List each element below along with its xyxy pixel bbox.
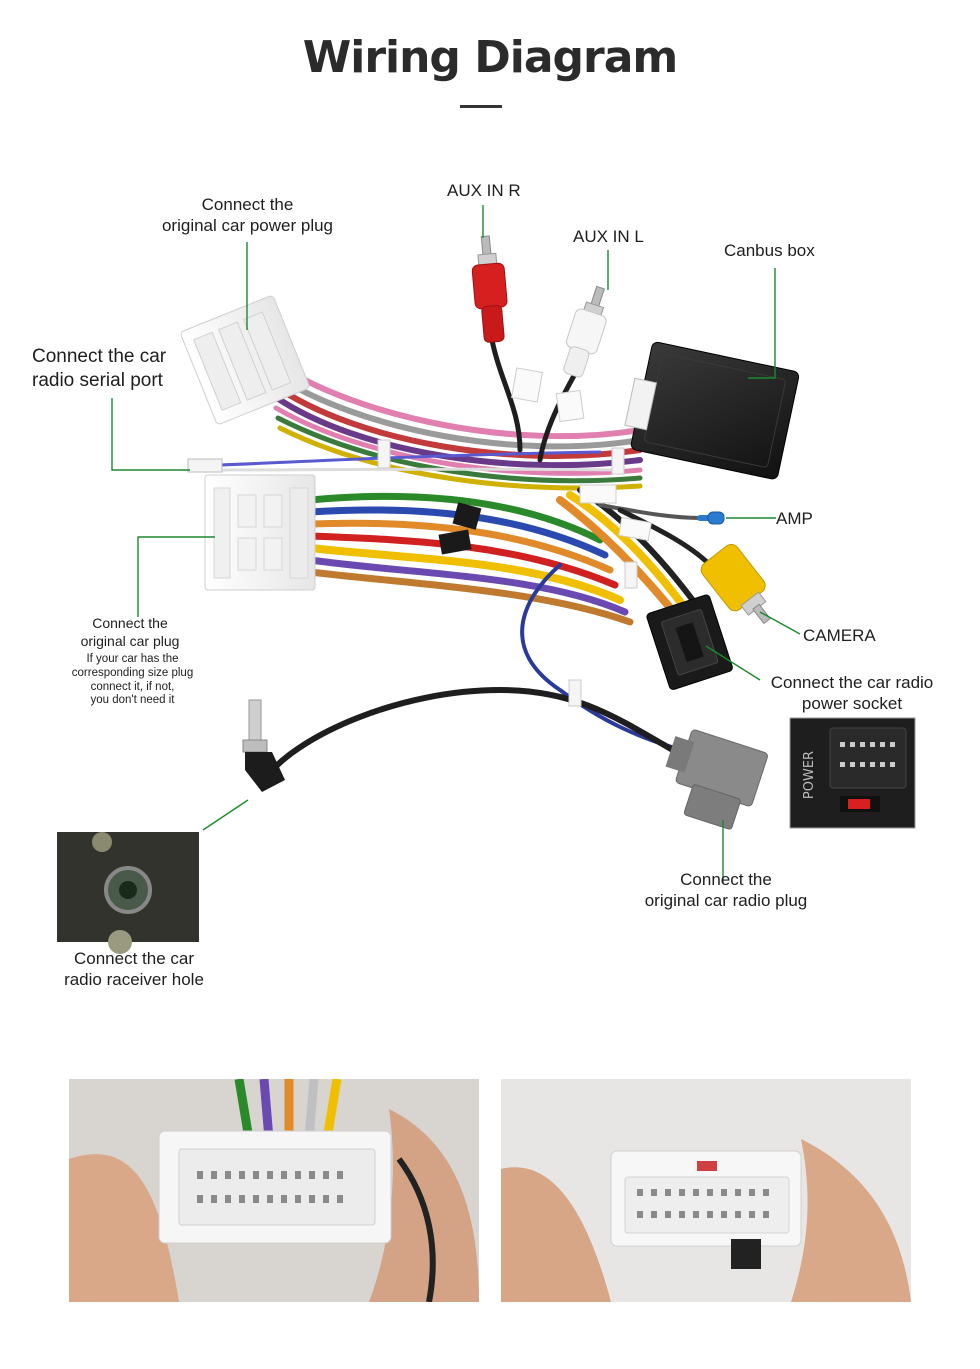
connector-photo-right xyxy=(501,1079,911,1302)
power-socket-photo: POWER xyxy=(789,717,916,829)
label-serial-port: Connect the car radio serial port xyxy=(32,345,166,393)
aux-in-l-connector xyxy=(563,285,607,378)
label-power-plug: Connect the original car power plug xyxy=(145,194,350,237)
canbus-box xyxy=(624,341,800,480)
label-power-socket-line2: power socket xyxy=(801,694,903,714)
page-title: Wiring Diagram xyxy=(302,32,679,83)
label-power-socket: Connect the car radio power socket xyxy=(752,672,952,715)
label-receiver-hole-line2: radio raceiver hole xyxy=(64,970,204,990)
amp-connector xyxy=(707,511,725,525)
label-aux-in-r: AUX IN R xyxy=(447,181,521,200)
label-car-plug-line2: original car plug xyxy=(80,632,180,649)
label-receiver-hole-line1: Connect the car xyxy=(73,949,194,968)
wiring-diagram: Seicane xyxy=(57,205,916,954)
label-car-plug-line1: Connect the xyxy=(92,615,168,631)
label-receiver-hole: Connect the car radio raceiver hole xyxy=(44,948,224,991)
inline-connectors xyxy=(438,502,482,555)
label-aux-in-l: AUX IN L xyxy=(573,227,644,246)
label-radio-plug-line2: original car radio plug xyxy=(644,891,808,911)
cable-ties xyxy=(377,367,652,707)
connector-photo-left xyxy=(69,1079,479,1302)
serial-port-plug xyxy=(187,458,223,473)
label-car-plug-note: If your car has the corresponding size p… xyxy=(55,653,210,708)
note-line4: you don't need it xyxy=(90,694,175,707)
label-power-plug-line1: Connect the xyxy=(201,195,294,214)
note-line2: corresponding size plug xyxy=(71,666,194,679)
label-power-socket-line1: Connect the car radio xyxy=(770,673,934,692)
note-line1: If your car has the xyxy=(86,653,179,665)
power-plug-connector xyxy=(180,295,310,425)
watermark: Seicane xyxy=(470,484,530,502)
car-plug-connector xyxy=(204,474,316,591)
label-car-plug: Connect the original car plug xyxy=(60,615,200,650)
receiver-hole-photo xyxy=(57,832,199,954)
label-radio-plug-line1: Connect the xyxy=(680,870,772,889)
power-photo-text: POWER xyxy=(802,751,817,799)
label-amp: AMP xyxy=(776,509,813,528)
label-serial-port-line2: radio serial port xyxy=(32,369,163,391)
antenna-plug xyxy=(242,699,285,792)
radio-plug-connector xyxy=(665,729,768,830)
label-canbus-box: Canbus box xyxy=(724,241,815,260)
label-serial-port-line1: Connect the car xyxy=(32,346,167,367)
label-power-plug-line2: original car power plug xyxy=(161,216,334,236)
power-socket-connector xyxy=(646,594,733,690)
label-camera: CAMERA xyxy=(803,626,876,645)
label-radio-plug: Connect the original car radio plug xyxy=(626,869,826,912)
camera-connector xyxy=(700,543,771,625)
note-line3: connect it, if not, xyxy=(90,680,175,693)
aux-in-r-connector xyxy=(471,235,508,343)
title-underline xyxy=(460,105,502,108)
leader-lines xyxy=(111,205,801,883)
